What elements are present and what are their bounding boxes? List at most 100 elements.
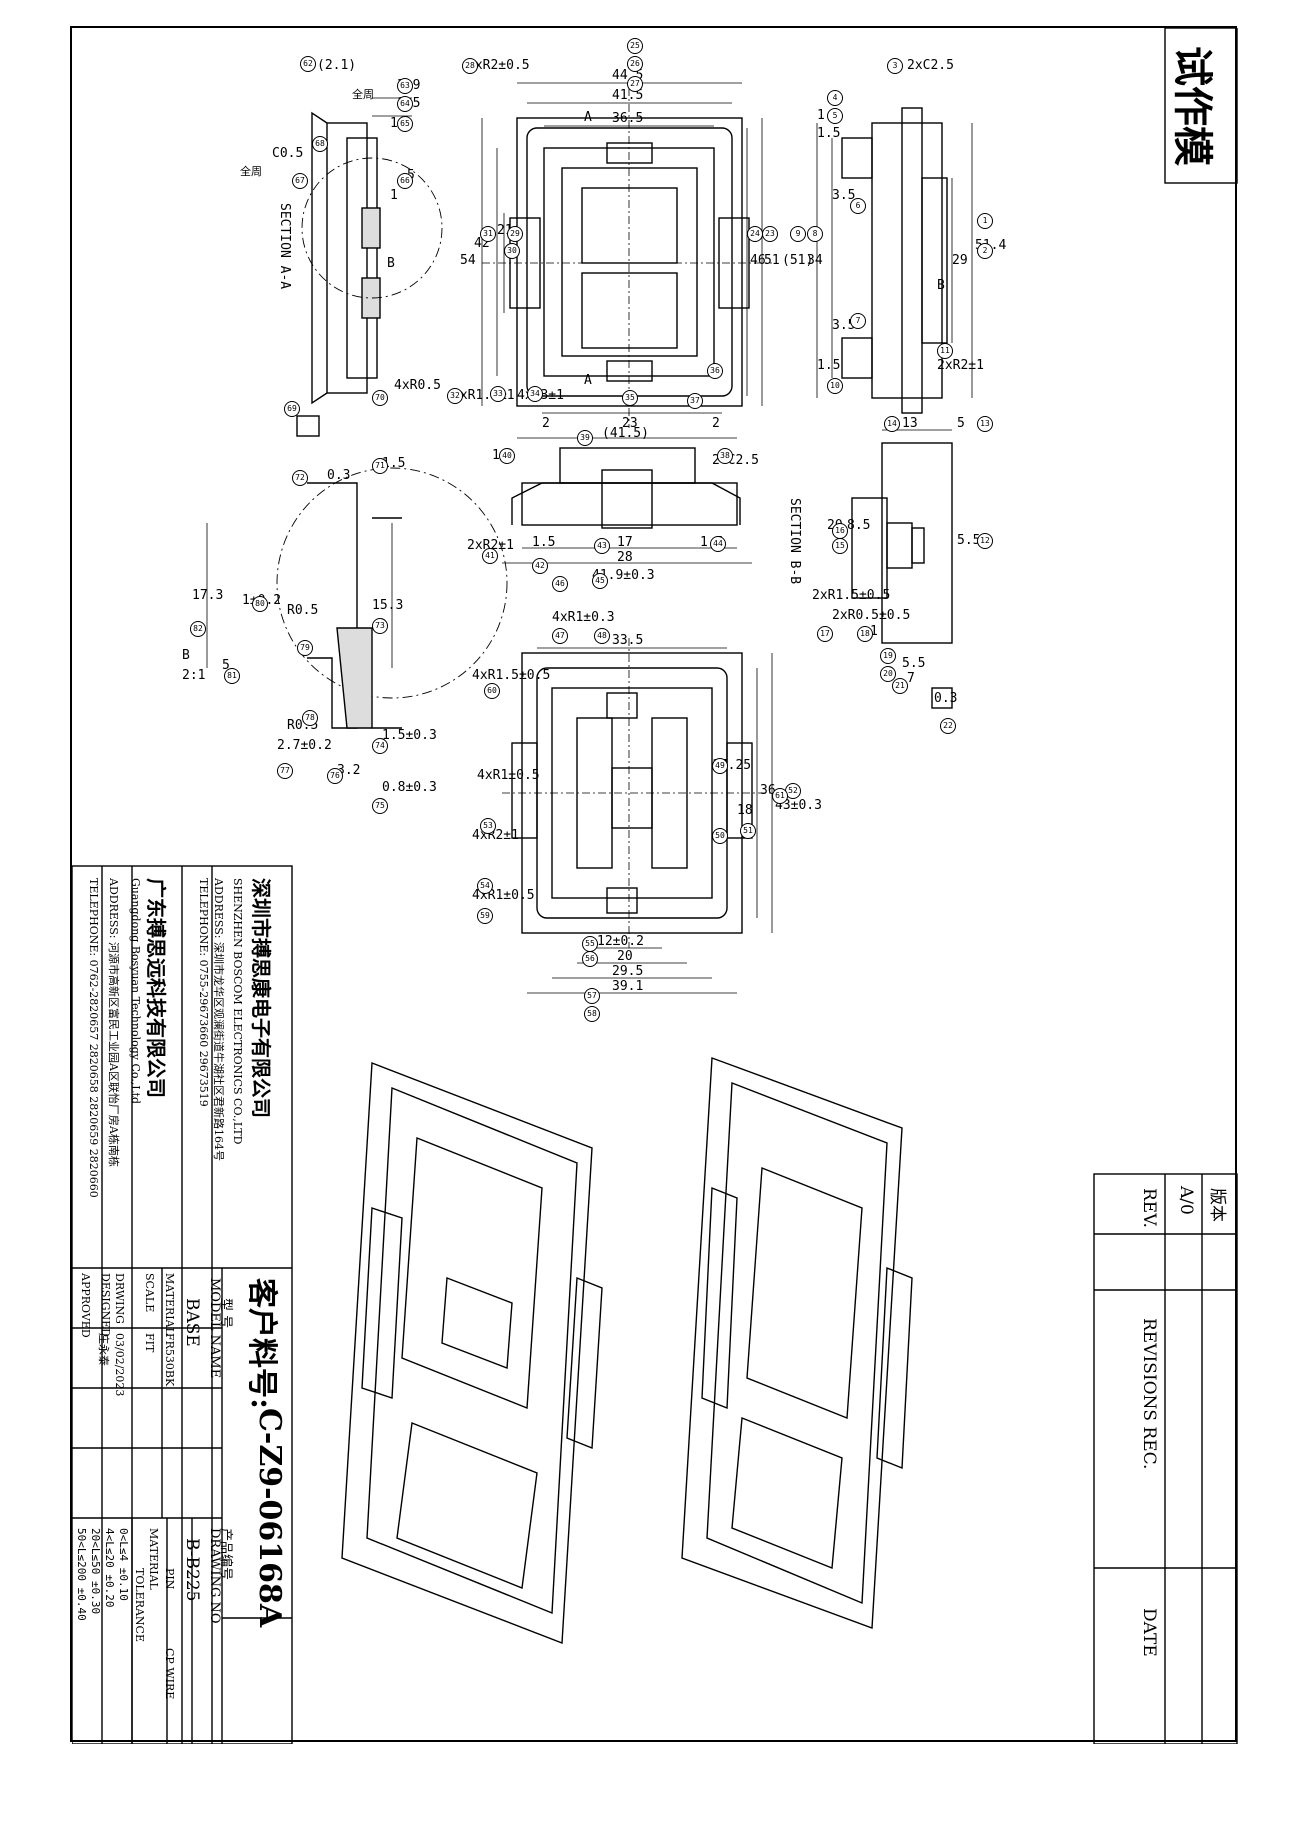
dim-front-4: 17 <box>617 535 633 550</box>
tolerance-1: 0<L≤4 ±0.10 <box>117 1528 130 1601</box>
dim-side-6: (51) <box>782 253 814 268</box>
drawing-no-label-en: DRAWING NO <box>207 1528 222 1624</box>
balloon-67: 67 <box>292 173 308 189</box>
detail-b-title: B <box>182 648 190 663</box>
rev-header: REV. <box>1139 1188 1159 1228</box>
company1-en: SHENZHEN BOSCOM ELECTRONICS CO.,LTD <box>231 878 244 1145</box>
balloon-17: 17 <box>817 626 833 642</box>
telephone2: TELEPHONE: 0762-2820657 2820658 2820659 … <box>87 878 100 1198</box>
balloon-81: 81 <box>224 668 240 684</box>
dim-aa-5: 1 <box>390 188 398 203</box>
balloon-78: 78 <box>302 710 318 726</box>
balloon-10: 10 <box>827 378 843 394</box>
balloon-49: 49 <box>712 758 728 774</box>
dim-bb-10: 0.3 <box>934 691 958 706</box>
balloon-7: 7 <box>850 313 866 329</box>
balloon-66: 66 <box>397 173 413 189</box>
balloon-72: 72 <box>292 470 308 486</box>
balloon-82: 82 <box>190 621 206 637</box>
dim-side-10: 2xR2±1 <box>937 358 984 373</box>
balloon-58: 58 <box>584 1006 600 1022</box>
balloon-1: 1 <box>977 213 993 229</box>
dim-top-2: 36.5 <box>612 111 644 126</box>
balloon-13: 13 <box>977 416 993 432</box>
dim-aa-3: 1 <box>390 116 398 131</box>
scale-label: SCALE <box>143 1273 156 1313</box>
balloon-22: 22 <box>940 718 956 734</box>
dim-bot-7: 4xR1±0.5 <box>477 768 540 783</box>
revisions-header: REVISIONS REC. <box>1139 1318 1159 1470</box>
dim-front-6: 28 <box>617 550 633 565</box>
balloon-68: 68 <box>312 136 328 152</box>
balloon-44: 44 <box>710 536 726 552</box>
dim-aa-0: (2.1) <box>317 58 357 73</box>
dim-bb-2: 5.5 <box>957 533 981 548</box>
balloon-8: 8 <box>807 226 823 242</box>
dim-bb-8: 5.5 <box>902 656 926 671</box>
dim-side-5: 34 <box>807 253 823 268</box>
balloon-45: 45 <box>592 573 608 589</box>
balloon-57: 57 <box>584 988 600 1004</box>
balloon-37: 37 <box>687 393 703 409</box>
dim-bot-6: 18 <box>737 803 753 818</box>
dim-front-2: 1 <box>492 448 500 463</box>
balloon-4: 4 <box>827 90 843 106</box>
dim-top-9: 23 <box>622 416 638 431</box>
dim-b-10: 1.5±0.3 <box>382 728 437 743</box>
drawing-no-value: B-B225 <box>182 1538 202 1602</box>
balloon-20: 20 <box>880 666 896 682</box>
dim-bot-11: 20 <box>617 949 633 964</box>
dim-top-15: A <box>584 373 592 388</box>
dim-bot-12: 29.5 <box>612 964 644 979</box>
balloon-14: 14 <box>884 416 900 432</box>
material-label: MATERIAL <box>163 1273 176 1335</box>
balloon-51: 51 <box>740 823 756 839</box>
balloon-2: 2 <box>977 243 993 259</box>
balloon-77: 77 <box>277 763 293 779</box>
dim-bb-3: 8.5 <box>847 518 871 533</box>
balloon-60: 60 <box>484 683 500 699</box>
designed-value: 庄永泰 <box>97 1333 110 1366</box>
balloon-15: 15 <box>832 538 848 554</box>
balloon-79: 79 <box>297 640 313 656</box>
balloon-47: 47 <box>552 628 568 644</box>
telephone1: TELEPHONE: 0755-29673660 29673519 <box>197 878 210 1107</box>
balloon-26: 26 <box>627 56 643 72</box>
dim-bb-6: 2xR0.5±0.5 <box>832 608 911 623</box>
dim-side-4: 3.5 <box>832 318 856 333</box>
drawing-sheet: 试作模 版本 A/0 REV. REVISIONS REC. DATE 客户料号… <box>70 26 1238 1744</box>
balloon-35: 35 <box>622 390 638 406</box>
material-value: FR530BK <box>163 1333 176 1387</box>
balloon-69: 69 <box>284 401 300 417</box>
revision-label-cn: 版本 <box>1207 1188 1227 1222</box>
drwing-value: 03/02/2023 <box>113 1333 126 1397</box>
balloon-3: 3 <box>887 58 903 74</box>
dim-bot-8: 4xR2±1 <box>472 828 519 843</box>
model-label-en: MODEL NAME <box>207 1278 222 1379</box>
dim-bb-7: 1 <box>870 624 878 639</box>
approved-label: APPROVED <box>79 1273 92 1338</box>
dim-front-0: (41.5) <box>602 426 649 441</box>
dim-side-0: 2xC2.5 <box>907 58 954 73</box>
pin-material-label: MATERIAL <box>147 1528 160 1590</box>
dim-bot-2: 4xR1.5±0.5 <box>472 668 551 683</box>
balloon-32: 32 <box>447 388 463 404</box>
balloon-50: 50 <box>712 828 728 844</box>
dim-side-2: 1.5 <box>817 126 841 141</box>
balloon-9: 9 <box>790 226 806 242</box>
balloon-27: 27 <box>627 76 643 92</box>
balloon-28: 28 <box>462 58 478 74</box>
balloon-40: 40 <box>499 448 515 464</box>
dim-side-3: 3.5 <box>832 188 856 203</box>
balloon-12: 12 <box>977 533 993 549</box>
dim-aa-9: 全周 <box>240 165 262 178</box>
dim-side-9: B <box>937 278 945 293</box>
dim-bb-1: 5 <box>957 416 965 431</box>
tolerance-2: 4<L≤20 ±0.20 <box>103 1528 116 1608</box>
dim-bb-9: 7 <box>907 671 915 686</box>
revision-version: A/0 <box>1176 1186 1196 1215</box>
address2: ADDRESS: 河源市高新区富民工业园A区联怡厂房A栋南栋 <box>107 878 120 1167</box>
dim-b-8: 2.7±0.2 <box>277 738 332 753</box>
dim-bot-13: 39.1 <box>612 979 644 994</box>
dim-bot-10: 12±0.2 <box>597 934 644 949</box>
